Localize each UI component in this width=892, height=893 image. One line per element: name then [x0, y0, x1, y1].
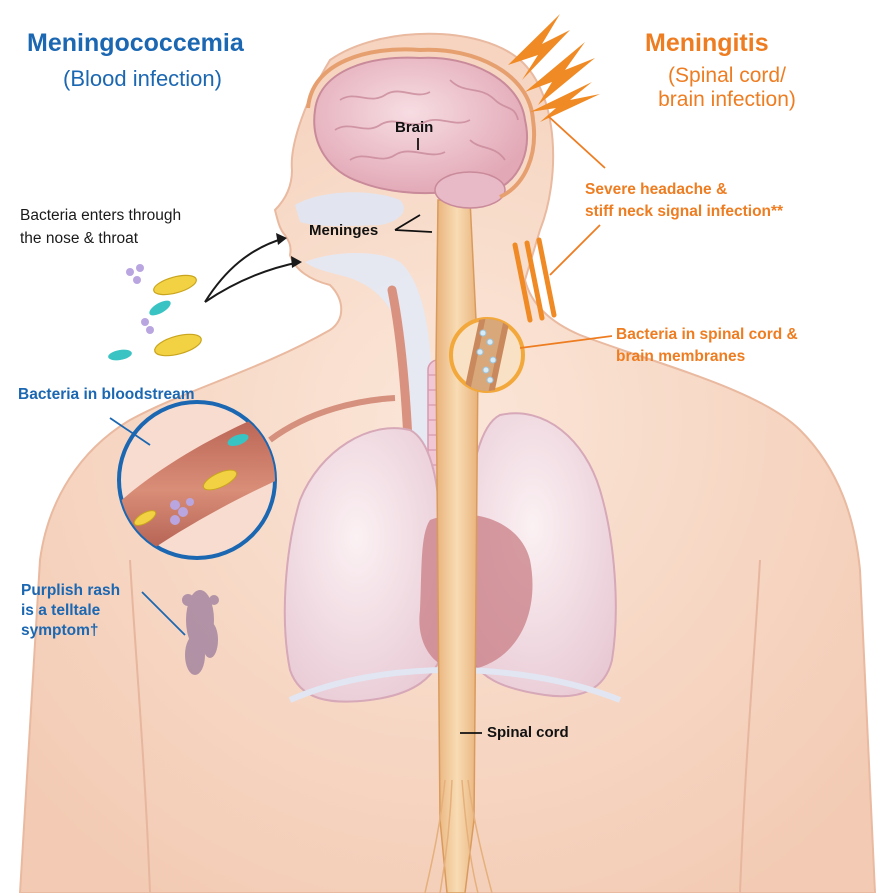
meningitis-subtitle-line1: (Spinal cord/ [642, 64, 812, 88]
meningitis-subtitle: (Spinal cord/ brain infection) [642, 64, 812, 112]
rash-line3: symptom† [21, 621, 120, 641]
spinal-bacteria-line1: Bacteria in spinal cord & [616, 324, 798, 346]
headache-label: Severe headache & stiff neck signal infe… [585, 179, 783, 223]
rash-line1: Purplish rash [21, 581, 120, 601]
bacteria-enters-label: Bacteria enters through the nose & throa… [20, 204, 181, 250]
rash-label: Purplish rash is a telltale symptom† [21, 581, 120, 641]
spinal-bacteria-label: Bacteria in spinal cord & brain membrane… [616, 324, 798, 368]
bacteria-enters-line2: the nose & throat [20, 227, 181, 250]
brain-label: Brain [395, 119, 433, 136]
headache-line2: stiff neck signal infection** [585, 201, 783, 223]
headache-leader [548, 116, 605, 168]
cerebellum [435, 172, 505, 208]
meningococcemia-subtitle: (Blood infection) [63, 66, 222, 92]
spinal-cord-shape [436, 200, 478, 893]
stiff-neck-leader [550, 225, 600, 275]
bacteria-bloodstream-label: Bacteria in bloodstream [18, 386, 195, 404]
spinal-bacteria-line2: brain membranes [616, 346, 798, 368]
airborne-bacteria [107, 264, 203, 362]
spinal-cord-label: Spinal cord [487, 724, 569, 741]
meninges-label: Meninges [309, 222, 378, 239]
meningitis-title: Meningitis [645, 29, 769, 58]
meningitis-subtitle-line2: brain infection) [642, 88, 812, 112]
headache-line1: Severe headache & [585, 179, 783, 201]
bacteria-enters-line1: Bacteria enters through [20, 204, 181, 227]
rash-line2: is a telltale [21, 601, 120, 621]
entry-arrows [205, 238, 300, 302]
meningococcemia-title: Meningococcemia [27, 29, 244, 58]
